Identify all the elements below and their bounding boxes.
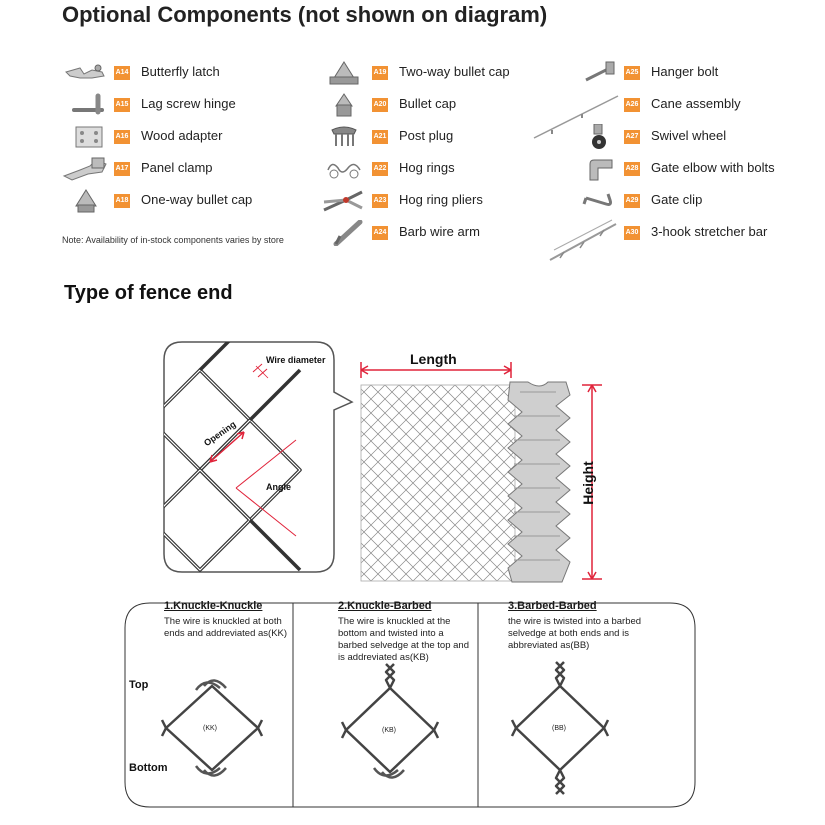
butterfly-latch-icon — [65, 64, 105, 79]
component-wood-adapter: A16 Wood adapter — [62, 124, 282, 150]
end-type-desc-bb: the wire is twisted into a barbed selved… — [508, 616, 642, 651]
component-label: Barb wire arm — [399, 224, 480, 239]
component-code: A26 — [624, 98, 640, 112]
component-hog-rings: A22 Hog rings — [320, 156, 550, 182]
component-label: Gate clip — [651, 192, 703, 207]
gate-elbow-icon — [589, 159, 613, 181]
component-label: Butterfly latch — [141, 64, 220, 79]
component-code: A17 — [114, 162, 130, 176]
component-label: Gate elbow with bolts — [651, 160, 775, 175]
component-hog-ring-pliers: A23 Hog ring pliers — [320, 188, 550, 214]
end-types-panel — [124, 602, 696, 808]
end-type-title-kb: 2.Knuckle-Barbed — [338, 600, 432, 612]
top-label: Top — [129, 679, 149, 691]
fence-end-title: Type of fence end — [64, 282, 233, 304]
hog-rings-icon — [327, 163, 361, 179]
kb-abbr: (KB) — [382, 727, 396, 734]
component-label: Hog ring pliers — [399, 192, 483, 207]
component-code: A23 — [372, 194, 388, 208]
wood-adapter-icon — [75, 126, 103, 148]
component-code: A24 — [372, 226, 388, 240]
kk-abbr: (KK) — [203, 725, 217, 732]
kb-diagram — [340, 663, 440, 779]
component-hanger-bolt: A25 Hanger bolt — [572, 60, 812, 86]
swivel-wheel-icon — [592, 124, 606, 149]
component-label: Two-way bullet cap — [399, 64, 510, 79]
component-panel-clamp: A17 Panel clamp — [62, 156, 282, 182]
end-type-desc-kk: The wire is knuckled at both ends and ad… — [164, 616, 288, 639]
component-bullet-cap: A20 Bullet cap — [320, 92, 550, 118]
component-gate-elbow: A28 Gate elbow with bolts — [572, 156, 812, 182]
stretcher-bar-icon — [549, 219, 617, 261]
one-way-bullet-cap-icon — [75, 189, 97, 213]
height-label: Height — [580, 461, 596, 505]
angle-label: Angle — [266, 482, 292, 492]
component-code: A16 — [114, 130, 130, 144]
hanger-bolt-icon — [585, 61, 615, 82]
component-code: A18 — [114, 194, 130, 208]
barb-wire-arm-icon — [333, 220, 363, 246]
component-two-way-bullet-cap: A19 Two-way bullet cap — [320, 60, 550, 86]
component-label: Lag screw hinge — [141, 96, 236, 111]
component-code: A29 — [624, 194, 640, 208]
fence-mesh — [360, 384, 516, 582]
length-dimension — [360, 362, 512, 378]
end-type-title-bb: 3.Barbed-Barbed — [508, 600, 597, 612]
component-post-plug: A21 Post plug — [320, 124, 550, 150]
component-butterfly-latch: A14 Butterfly latch — [62, 60, 282, 86]
component-code: A21 — [372, 130, 388, 144]
component-label: Panel clamp — [141, 160, 213, 175]
end-type-title-kk: 1.Knuckle-Knuckle — [164, 600, 263, 612]
component-label: One-way bullet cap — [141, 192, 253, 207]
component-label: Bullet cap — [399, 96, 457, 111]
hog-ring-pliers-icon — [323, 190, 363, 212]
component-code: A25 — [624, 66, 640, 80]
component-code: A28 — [624, 162, 640, 176]
component-gate-clip: A29 Gate clip — [572, 188, 812, 214]
component-label: Swivel wheel — [651, 128, 727, 143]
lag-screw-hinge-icon — [72, 93, 104, 115]
component-lag-screw-hinge: A15 Lag screw hinge — [62, 92, 282, 118]
component-code: A15 — [114, 98, 130, 112]
component-swivel-wheel: A27 Swivel wheel — [572, 124, 812, 150]
availability-note: Note: Availability of in-stock component… — [62, 235, 284, 245]
gate-clip-icon — [582, 193, 612, 206]
component-code: A20 — [372, 98, 388, 112]
cane-assembly-icon — [533, 95, 619, 139]
component-label: Hog rings — [399, 160, 455, 175]
length-label: Length — [410, 351, 457, 367]
wire-diameter-label: Wire diameter — [266, 355, 326, 365]
component-code: A30 — [624, 226, 640, 240]
two-way-bullet-cap-icon — [329, 61, 359, 85]
panel-clamp-icon — [62, 157, 107, 181]
component-barb-wire-arm: A24 Barb wire arm — [320, 220, 550, 246]
mesh-detail-bubble — [163, 341, 354, 573]
component-one-way-bullet-cap: A18 One-way bullet cap — [62, 188, 282, 214]
end-type-desc-kb: The wire is knuckled at the bottom and t… — [338, 616, 469, 663]
kk-diagram — [160, 679, 264, 777]
component-label: Cane assembly — [651, 96, 741, 111]
bb-abbr: (BB) — [552, 725, 566, 732]
component-label: 3-hook stretcher bar — [651, 224, 768, 239]
height-dimension — [582, 384, 602, 580]
component-code: A22 — [372, 162, 388, 176]
component-label: Wood adapter — [141, 128, 223, 143]
component-label: Post plug — [399, 128, 454, 143]
bb-diagram — [510, 661, 610, 795]
roll-end — [507, 381, 571, 583]
component-cane-assembly: A26 Cane assembly — [533, 92, 812, 139]
component-code: A27 — [624, 130, 640, 144]
bullet-cap-icon — [335, 93, 353, 117]
component-code: A14 — [114, 66, 130, 80]
component-stretcher-bar: A30 3-hook stretcher bar — [549, 219, 812, 261]
component-label: Hanger bolt — [651, 64, 719, 79]
component-code: A19 — [372, 66, 388, 80]
bottom-label: Bottom — [129, 762, 168, 774]
post-plug-icon — [331, 126, 357, 146]
optional-components-title: Optional Components (not shown on diagra… — [62, 2, 548, 27]
